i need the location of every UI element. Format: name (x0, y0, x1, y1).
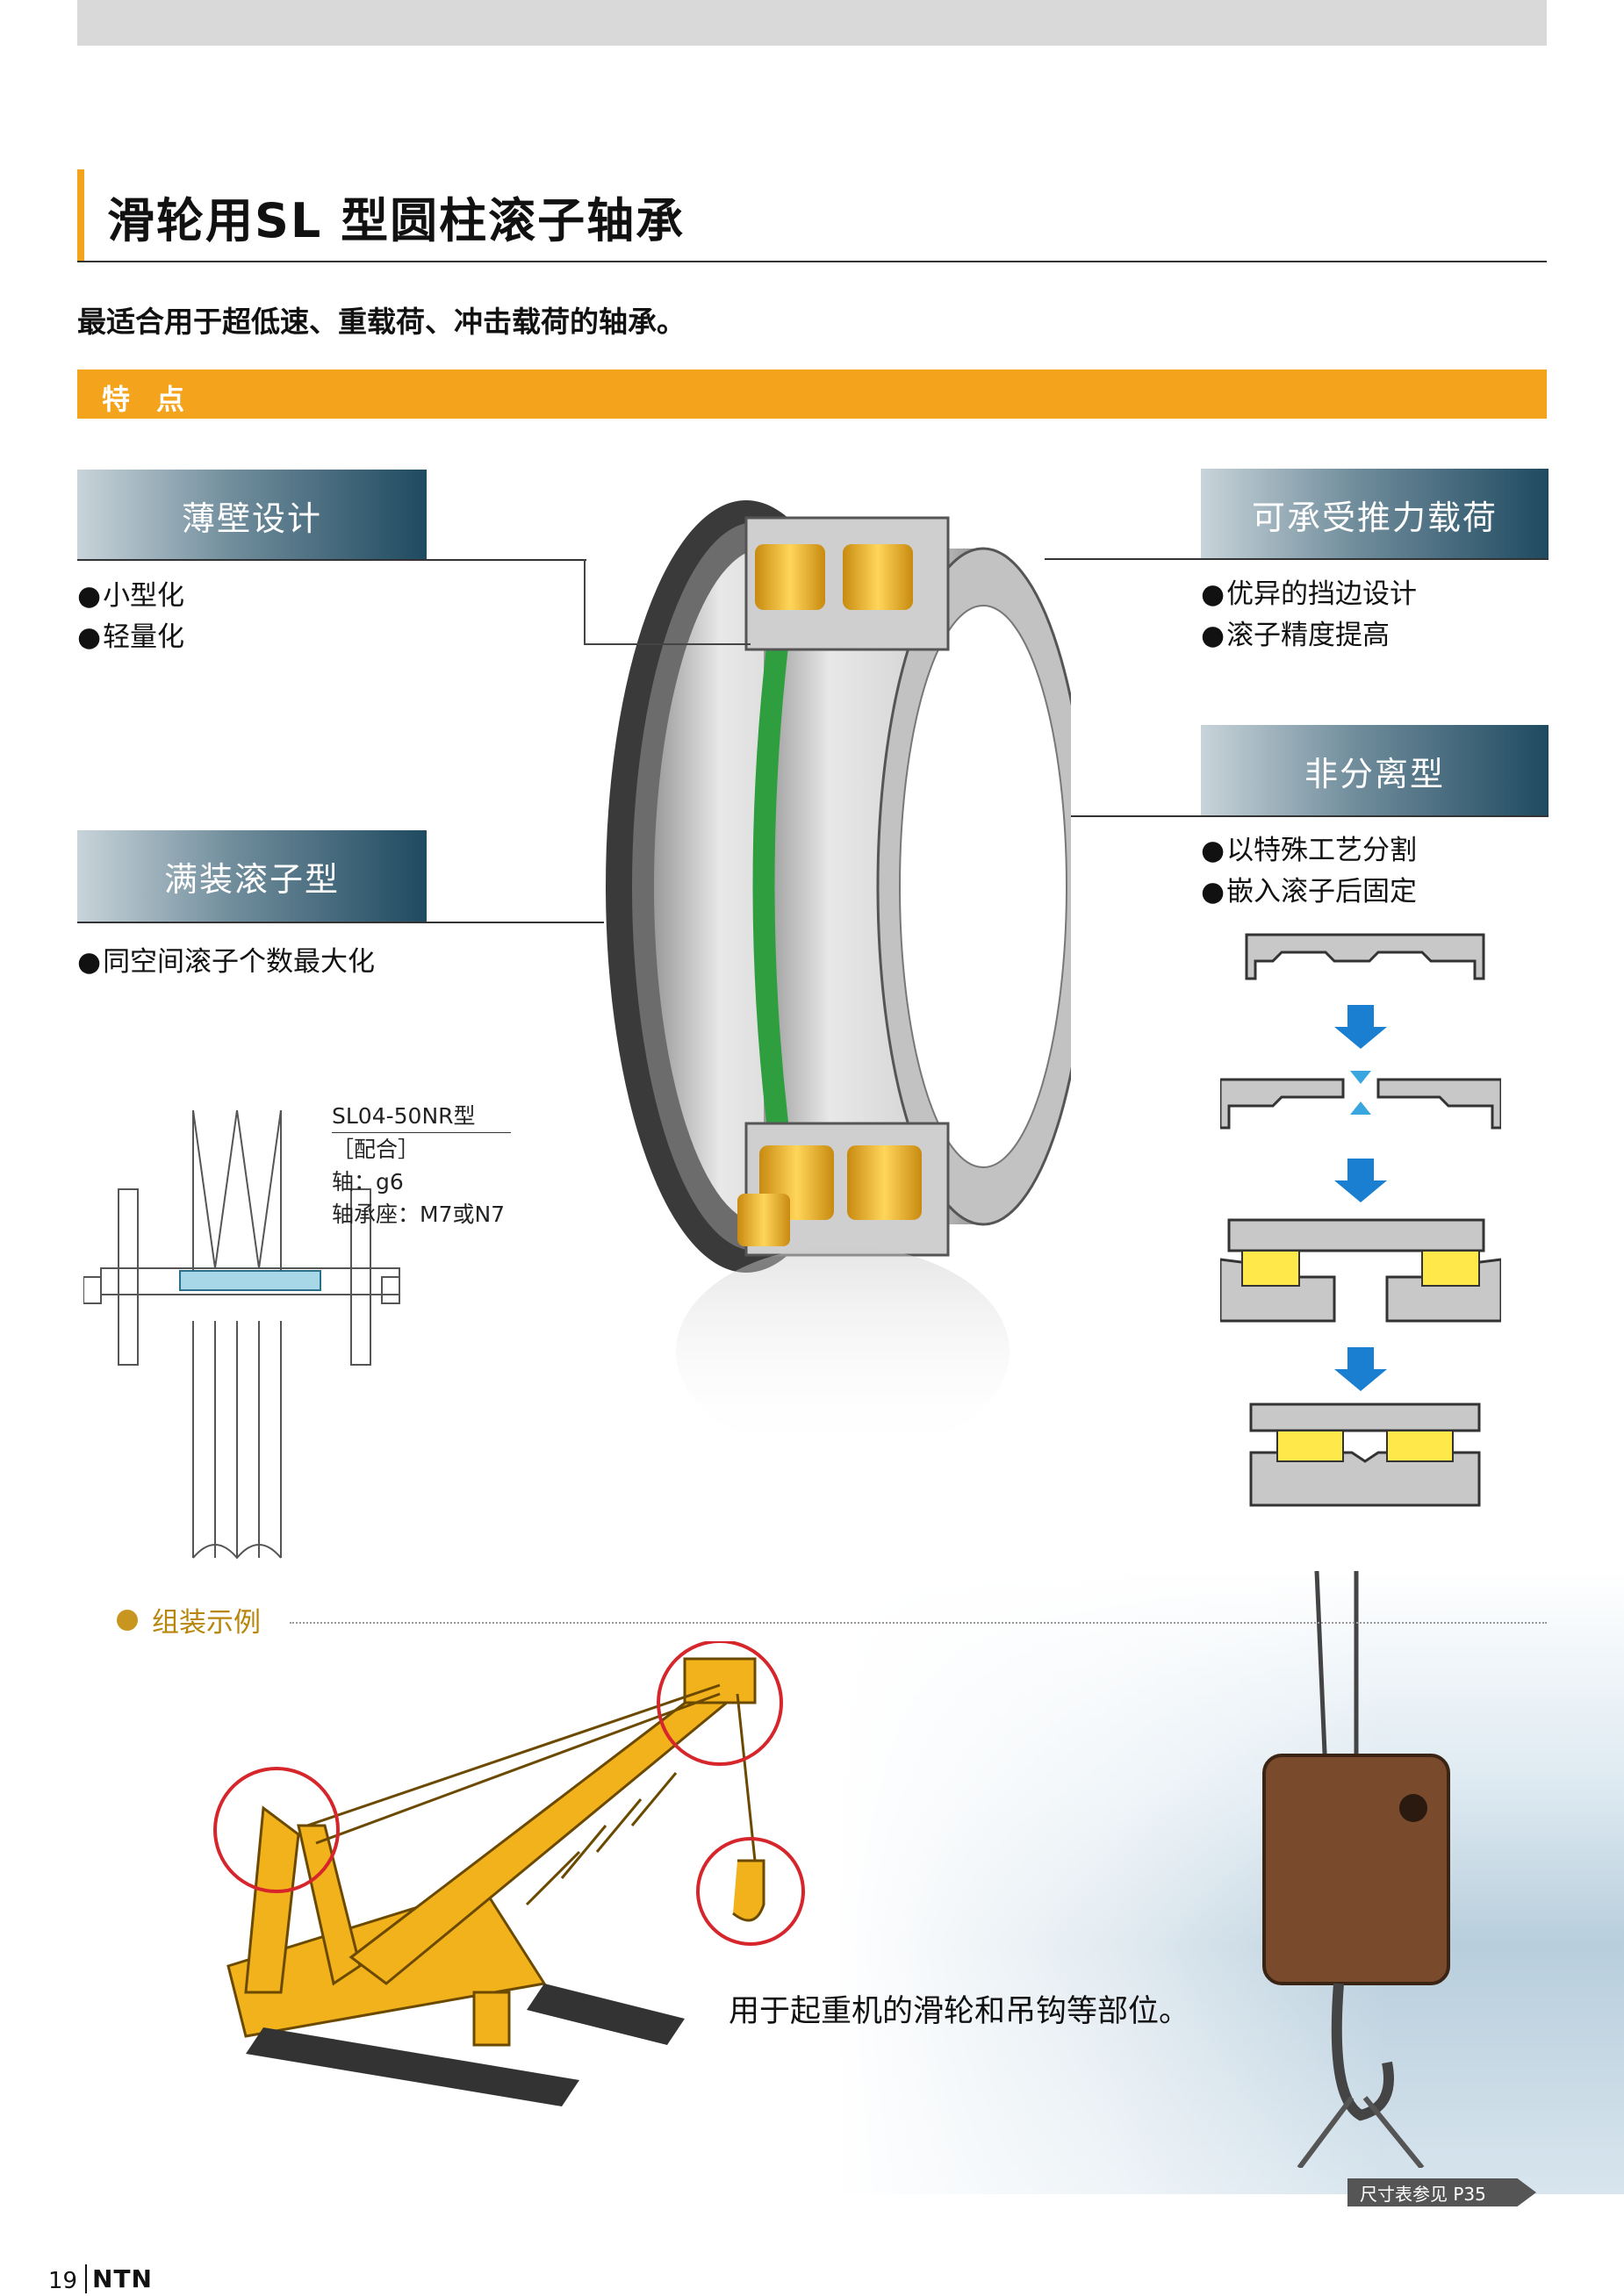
page-title: 滑轮用SL 型圆柱滚子轴承 (107, 193, 686, 248)
bullet-item: 以特殊工艺分割 (1201, 830, 1417, 872)
assembly-label: 组装示例 (152, 1607, 261, 1639)
feature-thin-wall-points: 小型化 轻量化 (77, 576, 184, 658)
inner-ring-half-right (1376, 1078, 1501, 1130)
callout-line (584, 559, 586, 645)
feature-non-separable-line (803, 815, 1549, 817)
features-heading: 特点 (102, 383, 212, 416)
feature-non-separable: 非分离型 (1201, 725, 1549, 816)
roller (847, 1145, 922, 1220)
feature-full-complement-line (77, 922, 604, 923)
pulley-section-drawing (83, 1109, 400, 1560)
spec-model: SL04-50NR型 (332, 1100, 511, 1133)
spec-shaft: 轴：g6 (332, 1169, 404, 1195)
pulley-block-photo (1262, 1571, 1450, 2168)
highlight-circle (657, 1641, 783, 1766)
roller (1241, 1250, 1480, 1462)
bullet-item: 小型化 (77, 576, 184, 617)
bullet-item: 同空间滚子个数最大化 (77, 942, 375, 983)
highlight-circle (213, 1767, 340, 1893)
feature-thrust-load: 可承受推力载荷 (1201, 469, 1549, 560)
dotted-divider (290, 1622, 1547, 1624)
assembly-example: 组装示例 (117, 1600, 261, 1639)
roller (755, 544, 825, 610)
non-separable-process (1220, 933, 1501, 1507)
feature-thrust-load-line (1045, 558, 1549, 560)
feature-thrust-load-points: 优异的挡边设计 滚子精度提高 (1201, 574, 1417, 657)
bullet-item: 轻量化 (77, 617, 184, 658)
feature-full-complement-points: 同空间滚子个数最大化 (77, 942, 375, 983)
crane-illustration (213, 1641, 805, 2106)
bullet-item: 滚子精度提高 (1201, 615, 1417, 657)
title-accent (77, 169, 84, 261)
inner-ring-stage-1 (1245, 933, 1485, 980)
arrow-icon (1334, 1005, 1387, 1391)
subtitle: 最适合用于超低速、重载荷、冲击载荷的轴承。 (77, 305, 686, 339)
inner-ring-half-left (1220, 1078, 1345, 1130)
separator-ring (752, 632, 790, 1137)
usage-text: 用于起重机的滑轮和吊钩等部位。 (729, 1994, 1190, 2029)
bearing-section (179, 1270, 321, 1291)
reference-tag[interactable]: 尺寸表参见 P35 (1347, 2178, 1536, 2206)
roller (843, 544, 913, 610)
feature-thin-wall: 薄壁设计 (77, 470, 427, 561)
highlight-circle (696, 1837, 805, 1946)
bullet-dot-icon (117, 1609, 138, 1631)
features-bar: 特点 (77, 370, 1547, 419)
bullet-item: 优异的挡边设计 (1201, 574, 1417, 615)
feature-full-complement: 满装滚子型 (77, 830, 427, 922)
spec-housing: 轴承座：M7或N7 (332, 1202, 506, 1227)
bearing-illustration (606, 500, 1071, 1457)
title-block: 滑轮用SL 型圆柱滚子轴承 (77, 169, 1547, 262)
brand-logo: NTN (85, 2264, 153, 2293)
top-bar (77, 0, 1547, 46)
spec-block: SL04-50NR型 ［配合］ 轴：g6 轴承座：M7或N7 (332, 1100, 511, 1231)
bullet-item: 嵌入滚子后固定 (1201, 872, 1417, 913)
feature-thin-wall-line (77, 559, 586, 561)
page-number: 19 (48, 2268, 78, 2294)
spec-fit-label: ［配合］ (332, 1137, 420, 1162)
callout-line (584, 643, 751, 645)
feature-non-separable-points: 以特殊工艺分割 嵌入滚子后固定 (1201, 830, 1417, 913)
